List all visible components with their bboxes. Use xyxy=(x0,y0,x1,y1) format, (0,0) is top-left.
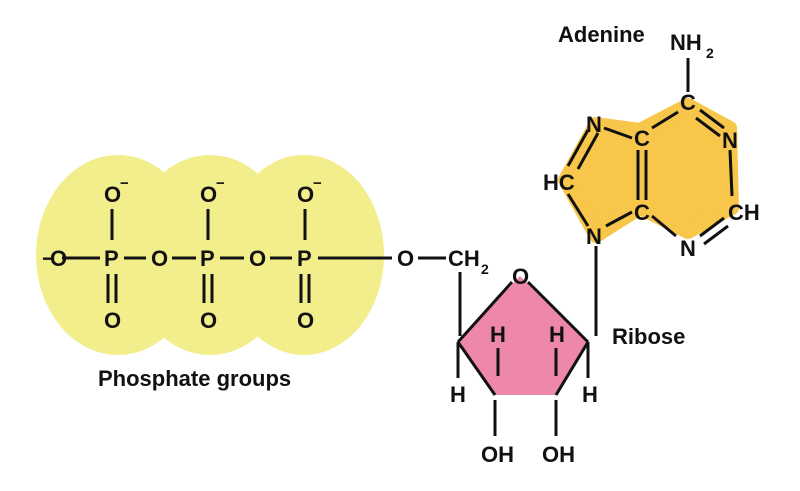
bonds xyxy=(62,58,734,436)
adenine-n7: N xyxy=(586,112,602,137)
ribose-outer-h-right: H xyxy=(582,382,598,407)
phosphate-groups-label: Phosphate groups xyxy=(98,366,291,391)
ch2-subscript: 2 xyxy=(481,261,489,277)
phosphate-highlight xyxy=(36,155,384,355)
ribose-label: Ribose xyxy=(612,324,685,349)
adenine-n9: N xyxy=(586,224,602,249)
adenine-c6: C xyxy=(680,90,696,115)
ribose-inner-h-right: H xyxy=(549,322,565,347)
phosphate-top-minus-1: − xyxy=(120,175,129,192)
adenine-atoms: NH 2 C N C N HC C CH N N xyxy=(543,30,760,261)
phosphate-top-oxygen-3: O xyxy=(297,182,314,207)
phosphorus-beta: P xyxy=(200,246,215,271)
ribose-hydroxyl-left: OH xyxy=(481,442,514,467)
phosphate-bottom-oxygen-3: O xyxy=(297,308,314,333)
phosphate-atoms: − O P O P O P O O − O − O − O O O xyxy=(42,175,414,333)
ch2-group: CH 2 xyxy=(448,246,489,277)
phosphate-terminal-oxygen: O xyxy=(50,246,67,271)
adenine-label: Adenine xyxy=(558,22,645,47)
adenine-c4: C xyxy=(634,200,650,225)
phosphate-top-minus-2: − xyxy=(216,175,225,192)
adenine-n1: N xyxy=(722,128,738,153)
ribose-atoms: O H H H H OH OH xyxy=(450,264,598,467)
ribose-outer-h-left: H xyxy=(450,382,466,407)
adenine-c5: C xyxy=(634,126,650,151)
ester-oxygen: O xyxy=(397,246,414,271)
ribose-ring-oxygen: O xyxy=(512,264,529,289)
phosphate-top-oxygen-1: O xyxy=(104,182,121,207)
bridge-oxygen-1: O xyxy=(151,246,168,271)
phosphorus-alpha: P xyxy=(297,246,312,271)
adenine-n3: N xyxy=(680,236,696,261)
phosphate-blob-3 xyxy=(224,155,384,355)
bridge-oxygen-2: O xyxy=(249,246,266,271)
ribose-inner-h-left: H xyxy=(490,322,506,347)
ribose-hydroxyl-right: OH xyxy=(542,442,575,467)
phosphate-top-oxygen-2: O xyxy=(200,182,217,207)
phosphate-bottom-oxygen-2: O xyxy=(200,308,217,333)
phosphate-bottom-oxygen-1: O xyxy=(104,308,121,333)
adenine-rings xyxy=(558,98,739,243)
adenine-amino-subscript: 2 xyxy=(706,45,714,61)
adenine-c8: HC xyxy=(543,170,575,195)
phosphorus-alpha-gamma: P xyxy=(104,246,119,271)
ch2-label: CH xyxy=(448,246,480,271)
adenine-amino-label: NH xyxy=(670,30,702,55)
adenine-c2: CH xyxy=(728,200,760,225)
phosphate-terminal-minus: − xyxy=(42,246,55,271)
phosphate-top-minus-3: − xyxy=(313,175,322,192)
adenine-imidazole-ring xyxy=(558,117,647,243)
